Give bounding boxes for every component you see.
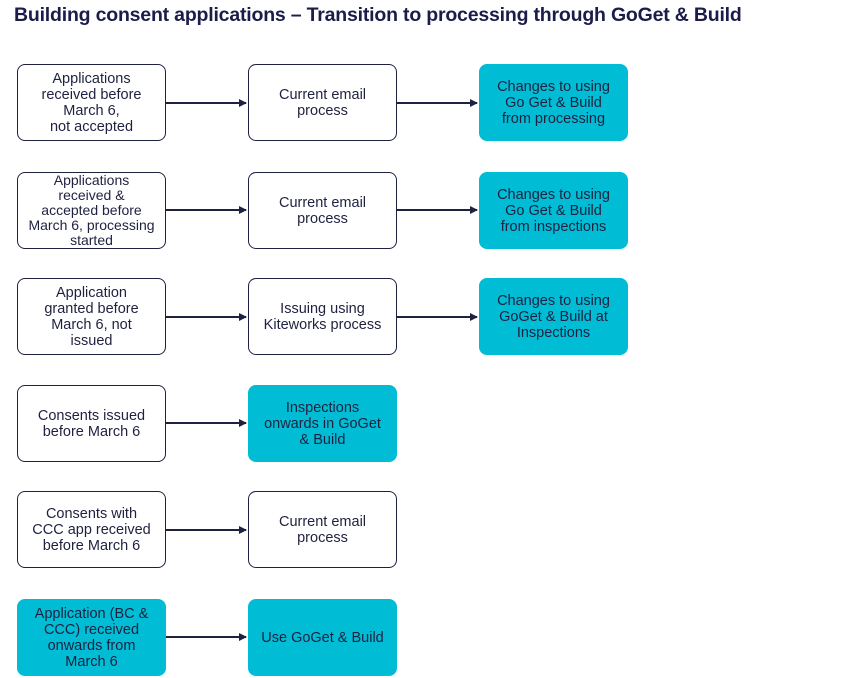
node-row6-end: Use GoGet & Build	[248, 599, 397, 676]
node-label: Application granted before March 6, not …	[44, 284, 139, 349]
node-row2-end: Changes to using Go Get & Build from ins…	[479, 172, 628, 249]
node-row3-end: Changes to using GoGet & Build at Inspec…	[479, 278, 628, 355]
node-label: Issuing using Kiteworks process	[263, 300, 382, 333]
node-label: Inspections onwards in GoGet & Build	[264, 399, 381, 448]
node-label: Applications received before March 6, no…	[41, 70, 142, 135]
node-label: Changes to using GoGet & Build at Inspec…	[497, 292, 610, 341]
node-label: Changes to using Go Get & Build from pro…	[497, 78, 610, 127]
node-row1-end: Changes to using Go Get & Build from pro…	[479, 64, 628, 141]
page-title: Building consent applications – Transiti…	[14, 4, 742, 26]
node-label: Use GoGet & Build	[261, 629, 384, 646]
node-label: Current email process	[278, 86, 367, 119]
node-row6-start: Application (BC & CCC) received onwards …	[17, 599, 166, 676]
node-label: Changes to using Go Get & Build from ins…	[497, 186, 610, 235]
node-row1-start: Applications received before March 6, no…	[17, 64, 166, 141]
node-label: Application (BC & CCC) received onwards …	[34, 605, 149, 670]
node-row1-middle: Current email process	[248, 64, 397, 141]
node-row5-start: Consents with CCC app received before Ma…	[17, 491, 166, 568]
node-label: Applications received & accepted before …	[28, 172, 155, 248]
node-row2-start: Applications received & accepted before …	[17, 172, 166, 249]
node-row3-start: Application granted before March 6, not …	[17, 278, 166, 355]
node-row4-end: Inspections onwards in GoGet & Build	[248, 385, 397, 462]
node-row5-end: Current email process	[248, 491, 397, 568]
node-label: Current email process	[278, 513, 367, 546]
node-label: Consents with CCC app received before Ma…	[32, 505, 151, 554]
node-label: Consents issued before March 6	[37, 407, 146, 440]
node-row4-start: Consents issued before March 6	[17, 385, 166, 462]
node-row2-middle: Current email process	[248, 172, 397, 249]
node-label: Current email process	[278, 194, 367, 227]
node-row3-middle: Issuing using Kiteworks process	[248, 278, 397, 355]
